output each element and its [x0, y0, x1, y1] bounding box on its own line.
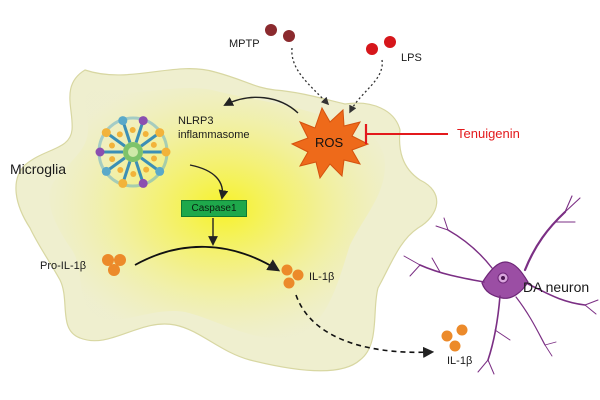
- il1b-secreted-particle: [449, 340, 461, 352]
- da-neuron-label: DA neuron: [523, 279, 590, 295]
- inflammasome-subunit: [161, 147, 171, 157]
- tenuigenin-label: Tenuigenin: [457, 126, 520, 141]
- lps-particle: [384, 36, 396, 48]
- il1b-particle: [283, 277, 295, 289]
- inflammasome-subunit: [130, 170, 137, 177]
- inflammasome-subunit: [95, 147, 105, 157]
- inflammasome-subunit: [138, 178, 148, 188]
- il1b-outside-label: IL-1β: [447, 355, 473, 367]
- il1b-release-arrow: [295, 294, 435, 358]
- inflammasome-subunit: [155, 166, 165, 176]
- inflammasome-spoke: [134, 161, 144, 181]
- inflammasome-subunit: [101, 166, 111, 176]
- ros-burst: [290, 106, 370, 180]
- pro-il1b-particle: [102, 254, 114, 266]
- ros-label: ROS: [315, 135, 344, 150]
- inflammasome-subunit: [118, 178, 128, 188]
- inflammasome-spoke: [140, 156, 159, 171]
- il1b-secreted-particle: [456, 324, 468, 336]
- il1b-inside-label: IL-1β: [309, 271, 335, 283]
- nlrp3-inflammasome-icon: [95, 116, 171, 188]
- inflammasome-spoke: [107, 156, 126, 171]
- inflammasome-subunit: [118, 116, 128, 126]
- inflammasome-spoke: [122, 161, 132, 181]
- lps-particle: [366, 43, 378, 55]
- inflammasome-subunit: [150, 141, 157, 148]
- inflammasome-subunit: [155, 128, 165, 138]
- pro-il1b-particle: [114, 254, 126, 266]
- il1b-particle: [281, 264, 293, 276]
- inflammasome-subunit: [138, 116, 148, 126]
- inflammasome-subunit: [108, 142, 115, 149]
- inflammasome-spoke: [134, 123, 144, 143]
- inflammasome-spoke: [122, 123, 132, 143]
- inflammasome-subunit: [151, 155, 158, 162]
- mptp-label: MPTP: [229, 38, 260, 50]
- pro-il1b-label: Pro-IL-1β: [40, 260, 87, 272]
- inflammasome-subunit: [142, 131, 149, 138]
- il1b-secreted-particle: [441, 330, 453, 342]
- lps-to-ros-arrow: [349, 59, 383, 114]
- da-neuron-icon: [403, 195, 599, 375]
- inflammasome-subunit: [101, 128, 111, 138]
- inflammasome-subunit: [109, 156, 116, 163]
- microglia-label: Microglia: [10, 161, 67, 177]
- nlrp3-label-line1: NLRP3: [178, 115, 214, 127]
- inflammasome-subunit: [143, 166, 150, 173]
- mptp-particle: [283, 30, 295, 42]
- mptp-to-ros-arrow: [291, 47, 330, 106]
- nlrp3-label-line2: inflammasome: [178, 129, 250, 141]
- inflammasome-spoke: [140, 133, 159, 148]
- lps-label: LPS: [401, 52, 422, 64]
- caspase1-box: Caspase1: [181, 200, 247, 217]
- il1b-particle: [292, 269, 304, 281]
- inflammasome-spoke: [107, 133, 126, 148]
- pro-to-il1b-arrow: [134, 245, 281, 272]
- nlrp3-to-caspase-arrow: [189, 164, 229, 200]
- inflammasome-subunit: [117, 166, 124, 173]
- inflammasome-subunit: [129, 127, 136, 134]
- mptp-particle: [265, 24, 277, 36]
- ros-to-nlrp3-arrow: [223, 96, 299, 114]
- pro-il1b-particle: [108, 264, 120, 276]
- inflammasome-subunit: [116, 131, 123, 138]
